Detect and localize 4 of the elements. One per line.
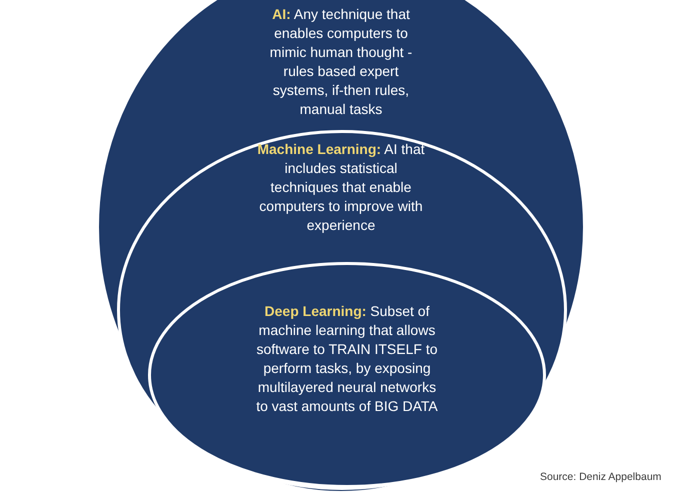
source-note: Source: Deniz Appelbaum (540, 471, 662, 484)
definition-text: Deep Learning: Subset of machine learning that allows software to TRAIN ITSELF to perform tasks, by exposing multilayered neural networks to vast amounts of BIG DATA (255, 302, 439, 416)
definition-text: Machine Learning: AI that includes statistical techniques that enable computers to improve with experience (256, 140, 426, 235)
definition-text: AI: Any technique that enables computers to mimic human thought - rules based expert systems, if-then rules, manual tasks (268, 5, 414, 119)
